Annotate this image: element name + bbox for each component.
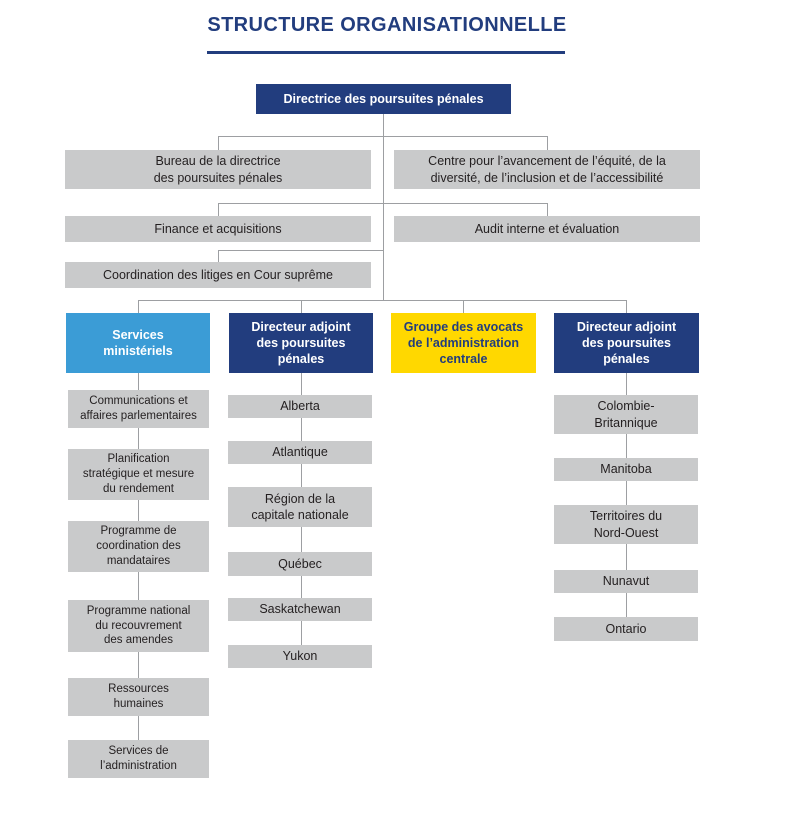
connector-col4-link bbox=[626, 593, 627, 617]
node-programme-coordination: Programme de coordination des mandataire… bbox=[68, 521, 209, 572]
connector-col2-link bbox=[301, 373, 302, 395]
connector-col4-link bbox=[626, 544, 627, 570]
connector-col1-stub bbox=[138, 300, 139, 313]
node-atlantique: Atlantique bbox=[228, 441, 372, 464]
node-communications: Communications et affaires parlementaire… bbox=[68, 390, 209, 428]
node-centre-equite: Centre pour l’avancement de l’équité, de… bbox=[394, 150, 700, 189]
connector-col4-link bbox=[626, 434, 627, 458]
node-quebec: Québec bbox=[228, 552, 372, 576]
connector-col2-link bbox=[301, 464, 302, 487]
node-audit-interne: Audit interne et évaluation bbox=[394, 216, 700, 242]
node-finance-acquisitions: Finance et acquisitions bbox=[65, 216, 371, 242]
connector-level4-horizontal bbox=[218, 250, 384, 251]
connector-col1-link bbox=[138, 500, 139, 521]
connector-branch-horizontal bbox=[138, 300, 627, 301]
node-services-administration: Services de l’administration bbox=[68, 740, 209, 778]
connector-centre-stub bbox=[547, 136, 548, 150]
connector-finance-stub bbox=[218, 203, 219, 216]
connector-col1-link bbox=[138, 428, 139, 449]
connector-audit-stub bbox=[547, 203, 548, 216]
node-planification: Planification stratégique et mesure du r… bbox=[68, 449, 209, 500]
page-title: STRUCTURE ORGANISATIONNELLE bbox=[207, 14, 567, 36]
header-groupe-avocats: Groupe des avocats de l’administration c… bbox=[391, 313, 536, 373]
node-directrice: Directrice des poursuites pénales bbox=[256, 84, 511, 114]
node-yukon: Yukon bbox=[228, 645, 372, 668]
title-underline bbox=[207, 51, 565, 54]
header-services-ministeriels: Services ministériels bbox=[66, 313, 210, 373]
connector-col3-stub bbox=[463, 300, 464, 313]
node-ontario: Ontario bbox=[554, 617, 698, 641]
node-manitoba: Manitoba bbox=[554, 458, 698, 481]
connector-col4-link bbox=[626, 481, 627, 505]
connector-coordination-stub bbox=[218, 250, 219, 262]
connector-col1-link bbox=[138, 572, 139, 600]
connector-col1-link bbox=[138, 716, 139, 740]
node-ressources-humaines: Ressources humaines bbox=[68, 678, 209, 716]
connector-col2-link bbox=[301, 527, 302, 552]
node-bureau-directrice: Bureau de la directrice des poursuites p… bbox=[65, 150, 371, 189]
connector-level3-horizontal bbox=[218, 203, 548, 204]
header-directeur-adjoint-est: Directeur adjoint des poursuites pénales bbox=[554, 313, 699, 373]
connector-col2-link bbox=[301, 621, 302, 645]
connector-col2-stub bbox=[301, 300, 302, 313]
node-territoires-nord-ouest: Territoires du Nord-Ouest bbox=[554, 505, 698, 544]
connector-root-vertical bbox=[383, 114, 384, 300]
header-directeur-adjoint-ouest: Directeur adjoint des poursuites pénales bbox=[229, 313, 373, 373]
connector-col4-link bbox=[626, 373, 627, 395]
connector-bureau-stub bbox=[218, 136, 219, 150]
connector-col4-stub bbox=[626, 300, 627, 313]
node-saskatchewan: Saskatchewan bbox=[228, 598, 372, 621]
connector-col1-link bbox=[138, 373, 139, 390]
node-alberta: Alberta bbox=[228, 395, 372, 418]
connector-level2-horizontal bbox=[218, 136, 548, 137]
connector-col2-link bbox=[301, 576, 302, 598]
connector-col2-link bbox=[301, 418, 302, 441]
node-colombie-britannique: Colombie- Britannique bbox=[554, 395, 698, 434]
node-region-capitale: Région de la capitale nationale bbox=[228, 487, 372, 527]
node-nunavut: Nunavut bbox=[554, 570, 698, 593]
connector-col1-link bbox=[138, 652, 139, 678]
node-programme-recouvrement: Programme national du recouvrement des a… bbox=[68, 600, 209, 652]
node-coordination-litiges: Coordination des litiges en Cour suprême bbox=[65, 262, 371, 288]
